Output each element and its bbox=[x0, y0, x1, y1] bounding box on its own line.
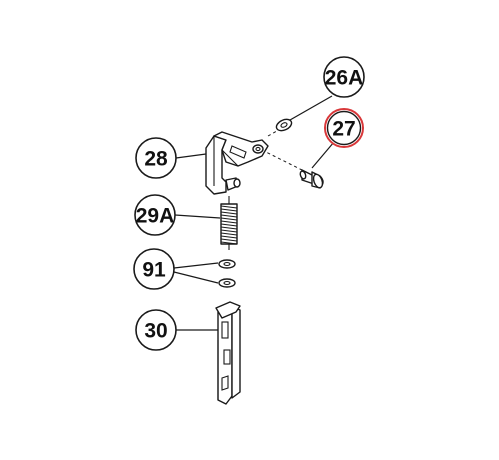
leader-28 bbox=[175, 153, 207, 159]
part-28-bracket bbox=[205, 131, 269, 195]
assembly-line-pin bbox=[261, 149, 307, 173]
callout-label: 91 bbox=[142, 259, 166, 282]
leader-29a bbox=[174, 214, 221, 219]
part-91-washers bbox=[218, 259, 236, 288]
part-26a-washer bbox=[275, 118, 293, 132]
callout-26a: 26A bbox=[323, 56, 365, 98]
callout-label: 30 bbox=[144, 320, 167, 343]
callout-27: 27 bbox=[324, 108, 364, 148]
callout-28: 28 bbox=[135, 137, 177, 179]
callout-label: 28 bbox=[144, 148, 168, 171]
part-27-pin bbox=[299, 169, 324, 189]
callout-29a: 29A bbox=[134, 194, 176, 236]
part-29a-spring bbox=[220, 196, 238, 250]
callout-label: 27 bbox=[332, 118, 355, 141]
part-30-slide-bar bbox=[215, 301, 241, 405]
leader-27 bbox=[311, 141, 335, 169]
callout-label: 29A bbox=[136, 205, 175, 228]
leader-26a bbox=[289, 95, 333, 121]
leader-91b bbox=[173, 271, 219, 284]
callout-30: 30 bbox=[135, 309, 177, 351]
callout-91: 91 bbox=[133, 248, 175, 290]
callout-label: 26A bbox=[325, 67, 364, 90]
leader-91a bbox=[173, 262, 219, 269]
